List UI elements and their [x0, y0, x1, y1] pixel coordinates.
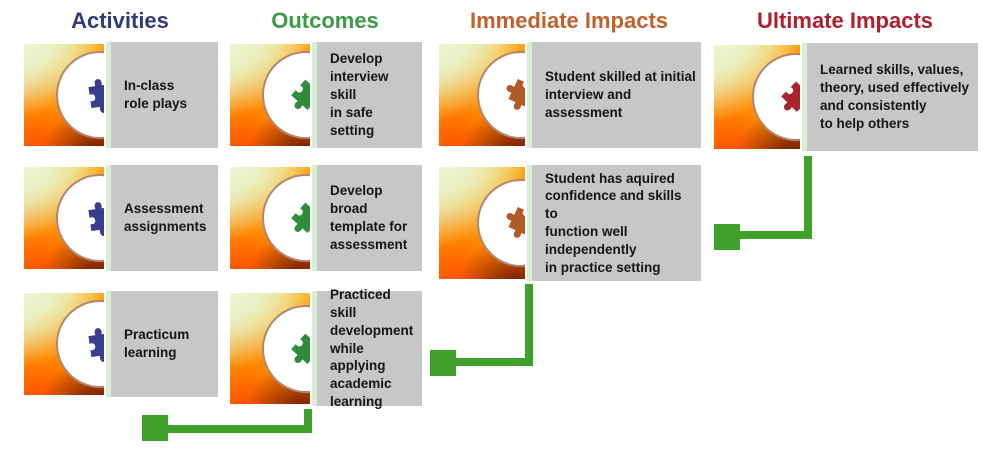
- card-ultimate-impacts-1: Learned skills, values, theory, used eff…: [712, 43, 978, 151]
- column-header-outcomes: Outcomes: [271, 8, 379, 33]
- card-activities-1: In-class role plays: [22, 42, 218, 148]
- card-text-area: Practicum learning: [111, 291, 218, 397]
- card-text-area: Student skilled at initial interview and…: [532, 42, 701, 148]
- card-label: Practiced skill development while applyi…: [330, 287, 414, 410]
- card-divider: [312, 165, 317, 271]
- card-text-area: Develop interview skill in safe setting: [317, 42, 422, 148]
- card-outcomes-3: Practiced skill development while applyi…: [228, 287, 422, 409]
- card-divider: [312, 42, 317, 148]
- card-divider: [106, 165, 111, 271]
- card-activities-2: Assessment assignments: [22, 165, 218, 271]
- card-text-area: Develop broad template for assessment: [317, 165, 422, 271]
- puzzle-circle: [56, 174, 104, 262]
- card-divider: [527, 42, 532, 148]
- column-header-activities: Activities: [71, 8, 169, 33]
- card-text-area: Student has aquired confidence and skill…: [532, 165, 701, 281]
- card-text-area: Assessment assignments: [111, 165, 218, 271]
- flame-image: [437, 42, 527, 148]
- card-label: Student has aquired confidence and skill…: [545, 170, 682, 275]
- puzzle-piece-icon: [291, 333, 310, 364]
- puzzle-piece-icon: [506, 206, 525, 238]
- flame-image: [228, 165, 312, 271]
- puzzle-circle: [752, 53, 800, 141]
- flame-image: [228, 291, 312, 406]
- card-label: Student skilled at initial interview and…: [545, 69, 696, 120]
- puzzle-piece-icon: [88, 328, 104, 362]
- connector-vertical-line: [304, 409, 312, 433]
- card-text-area: Learned skills, values, theory, used eff…: [807, 43, 978, 151]
- puzzle-circle: [262, 304, 310, 393]
- card-divider: [802, 43, 807, 151]
- puzzle-piece-icon: [781, 81, 800, 112]
- puzzle-piece-icon: [88, 79, 104, 113]
- card-divider: [527, 165, 532, 281]
- flame-image: [22, 291, 106, 397]
- card-label: Learned skills, values, theory, used eff…: [820, 62, 970, 131]
- puzzle-circle: [56, 51, 104, 139]
- connector-vertical-line: [804, 156, 812, 238]
- puzzle-piece-icon: [291, 202, 310, 233]
- card-label: Develop interview skill in safe setting: [330, 51, 389, 138]
- puzzle-piece-icon: [506, 78, 525, 110]
- connector-horizontal-line: [443, 358, 533, 366]
- card-activities-3: Practicum learning: [22, 291, 218, 397]
- card-outcomes-1: Develop interview skill in safe setting: [228, 42, 422, 148]
- puzzle-circle: [262, 51, 310, 139]
- card-immediate-impacts-2: Student has aquired confidence and skill…: [437, 165, 701, 281]
- flame-image: [437, 165, 527, 281]
- card-text-area: Practiced skill development while applyi…: [317, 287, 422, 409]
- puzzle-piece-icon: [291, 79, 310, 110]
- puzzle-piece-icon: [88, 202, 104, 236]
- connector-horizontal-line: [727, 231, 812, 239]
- card-label: Develop broad template for assessment: [330, 183, 408, 252]
- card-divider: [106, 291, 111, 397]
- flame-image: [22, 42, 106, 148]
- flame-image: [712, 43, 802, 151]
- connector-vertical-line: [525, 284, 533, 366]
- puzzle-circle: [477, 51, 525, 139]
- column-header-ultimate-impacts: Ultimate Impacts: [756, 8, 934, 33]
- card-outcomes-2: Develop broad template for assessment: [228, 165, 422, 271]
- card-label: In-class role plays: [124, 78, 188, 111]
- card-label: Assessment assignments: [124, 201, 207, 234]
- card-divider: [106, 42, 111, 148]
- flame-image: [228, 42, 312, 148]
- puzzle-circle: [477, 179, 525, 267]
- puzzle-circle: [56, 300, 104, 388]
- card-immediate-impacts-1: Student skilled at initial interview and…: [437, 42, 701, 148]
- puzzle-circle: [262, 174, 310, 262]
- flame-image: [22, 165, 106, 271]
- card-label: Practicum learning: [124, 327, 190, 360]
- column-header-immediate-impacts: Immediate Impacts: [469, 8, 669, 33]
- card-divider: [312, 291, 317, 406]
- card-text-area: In-class role plays: [111, 42, 218, 148]
- connector-horizontal-line: [155, 425, 312, 433]
